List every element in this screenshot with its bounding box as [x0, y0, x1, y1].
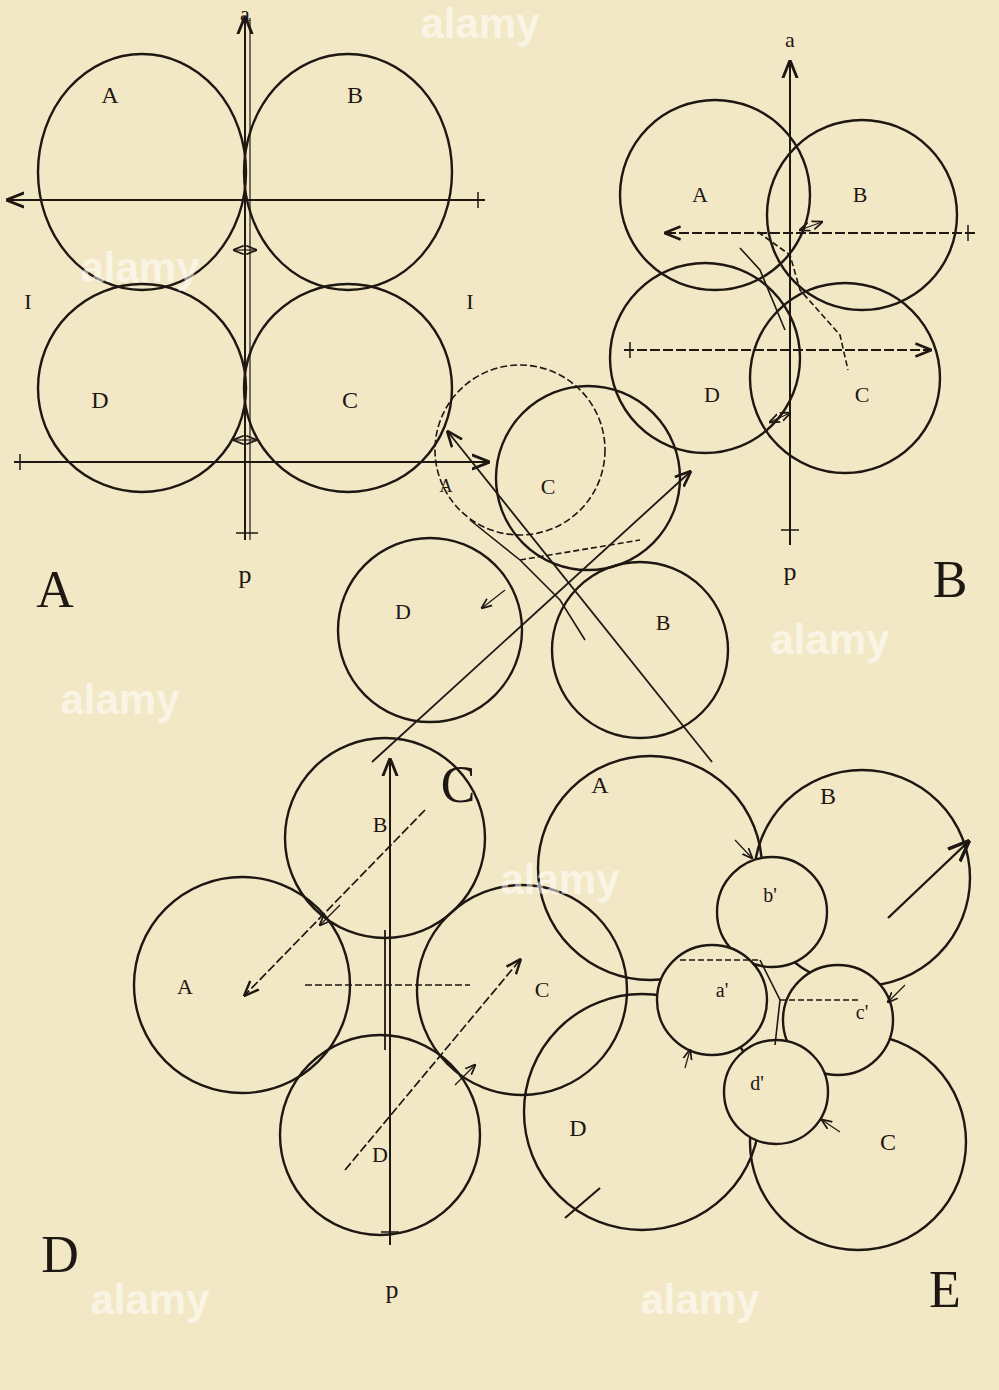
cell-letter: A — [440, 477, 453, 495]
cell-label: I — [24, 291, 31, 313]
cell-letter: B — [820, 784, 836, 808]
panel-letter: C — [441, 759, 476, 811]
cell-letter: A — [591, 773, 608, 797]
cell-letter: C — [541, 476, 556, 498]
axis-label: p — [239, 562, 252, 588]
watermark: alamy — [80, 247, 199, 289]
cell-letter: C — [880, 1130, 896, 1154]
axis-label: p — [386, 1277, 399, 1303]
cell-letter: D — [372, 1144, 388, 1166]
axis-label: a — [240, 3, 250, 25]
watermark: alamy — [420, 3, 539, 45]
panel-letter: D — [41, 1229, 79, 1281]
panel-letter: E — [929, 1264, 961, 1316]
cell-letter: B — [853, 184, 868, 206]
cell-letter: b' — [763, 885, 777, 905]
cell-letter: B — [656, 612, 671, 634]
cell-letter: D — [395, 601, 411, 623]
cell-letter: a' — [716, 980, 728, 1000]
watermark: alamy — [500, 859, 619, 901]
axis-label: a — [785, 29, 795, 51]
panel-letter: B — [933, 554, 968, 606]
watermark: alamy — [60, 679, 179, 721]
cell-letter: B — [347, 83, 363, 107]
cell-letter: D — [91, 388, 108, 412]
cell-label: I — [466, 291, 473, 313]
cell-letter: c' — [856, 1002, 868, 1022]
cell-letter: B — [373, 814, 388, 836]
cell-letter: A — [177, 976, 193, 998]
axis-label: p — [784, 559, 797, 585]
cell-letter: d' — [750, 1073, 764, 1093]
cell-letter: A — [101, 83, 118, 107]
cell-letter: C — [342, 388, 358, 412]
cell-letter: D — [704, 384, 720, 406]
cell-letter: C — [535, 979, 550, 1001]
cell-letter: D — [569, 1116, 586, 1140]
cell-letter: C — [855, 384, 870, 406]
watermark: alamy — [90, 1279, 209, 1321]
cell-letter: A — [692, 184, 708, 206]
watermark: alamy — [770, 619, 889, 661]
watermark: alamy — [640, 1279, 759, 1321]
panel-letter: A — [36, 564, 74, 616]
